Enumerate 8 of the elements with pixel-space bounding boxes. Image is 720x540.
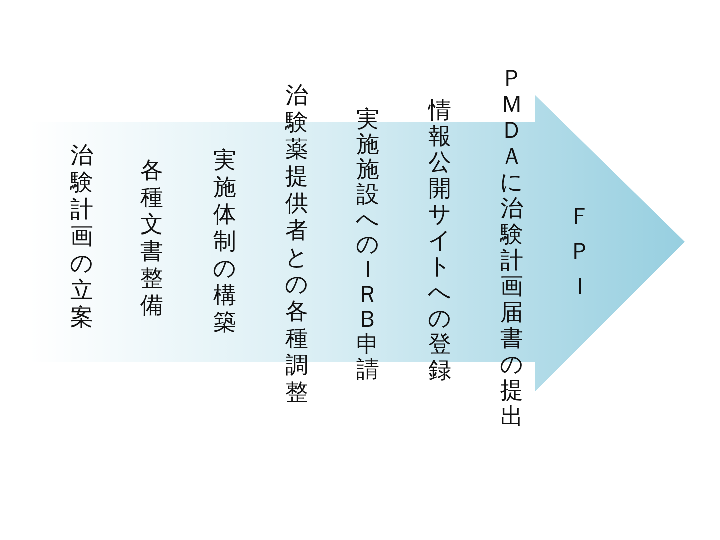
step-label: 実施体制の構築 <box>212 148 238 337</box>
step-label: 各種文書整備 <box>140 158 164 320</box>
step-label: 治験計画の立案 <box>69 143 95 332</box>
step-label: ＰＭＤＡに治験計画届書の提出 <box>499 66 525 430</box>
step-label: 治験薬提供者との各種調整 <box>284 83 310 407</box>
step-label: 情報公開サイトへの登録 <box>427 98 453 384</box>
step-label: ＦＰＩ <box>568 203 592 302</box>
step-label: 実施施設へのＩＲＢ申請 <box>355 108 381 383</box>
